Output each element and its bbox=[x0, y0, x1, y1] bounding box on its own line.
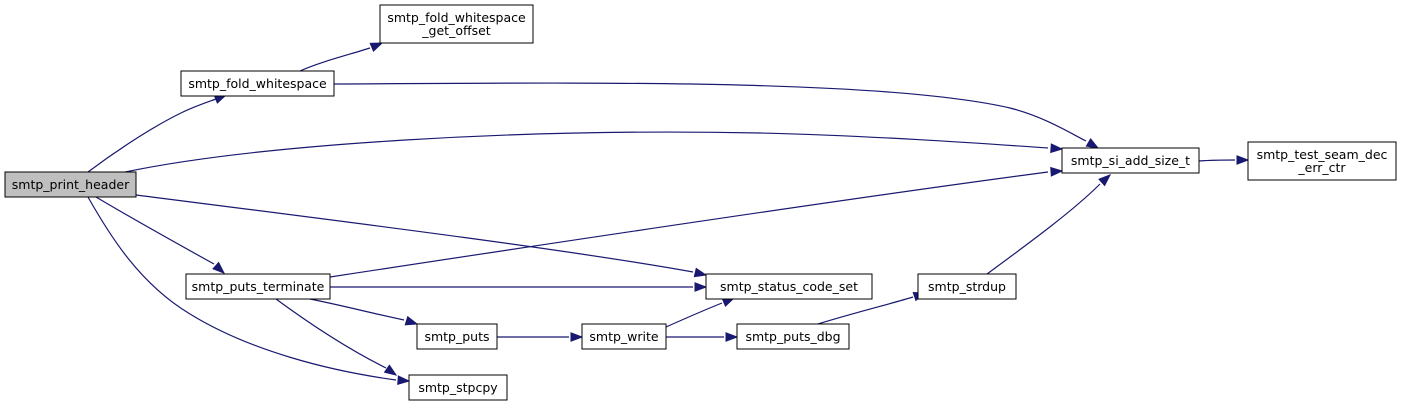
node-box bbox=[408, 374, 508, 401]
edge-arrowhead bbox=[725, 332, 739, 342]
edge-line bbox=[817, 296, 914, 325]
edge-arrowhead bbox=[1098, 174, 1112, 187]
node-puts-term[interactable]: smtp_puts_terminate bbox=[185, 273, 331, 300]
edge-arrowhead bbox=[383, 364, 398, 376]
edge-arrowhead bbox=[693, 267, 708, 278]
edge-line bbox=[275, 298, 387, 369]
edge-line bbox=[1198, 159, 1236, 162]
nodes-layer: smtp_print_headersmtp_fold_whitespacesmt… bbox=[4, 4, 1397, 401]
edge-arrowhead bbox=[397, 375, 411, 386]
edge-print_header-to-status_set bbox=[135, 194, 708, 278]
edge-line bbox=[95, 196, 215, 265]
node-test-seam[interactable]: smtp_test_seam_dec_err_ctr bbox=[1247, 141, 1397, 181]
edge-puts_term-to-puts bbox=[309, 298, 419, 326]
node-box bbox=[4, 171, 137, 198]
edge-arrowhead bbox=[1236, 155, 1250, 165]
node-print-header[interactable]: smtp_print_header bbox=[4, 171, 137, 198]
edge-print_header-to-si_add bbox=[124, 131, 1064, 173]
node-label: smtp_puts bbox=[424, 329, 489, 344]
edge-puts-to-write bbox=[497, 332, 584, 342]
edge-puts_term-to-stpcpy bbox=[275, 298, 398, 376]
edge-line bbox=[124, 131, 1049, 173]
edge-arrowhead bbox=[404, 315, 419, 326]
edge-line bbox=[135, 194, 694, 273]
node-box bbox=[379, 4, 534, 44]
edge-puts_term-to-status_set bbox=[330, 282, 708, 292]
edge-arrowhead bbox=[369, 42, 384, 52]
edge-arrowhead bbox=[1050, 166, 1064, 177]
node-puts[interactable]: smtp_puts bbox=[416, 323, 498, 350]
node-label: smtp_fold_whitespace bbox=[188, 76, 327, 91]
edge-line bbox=[665, 302, 723, 328]
node-box bbox=[705, 273, 873, 300]
node-box bbox=[736, 323, 850, 350]
edge-fold_ws-to-fold_ws_off bbox=[299, 42, 384, 72]
edge-arrowhead bbox=[570, 332, 584, 342]
node-label: smtp_puts_terminate bbox=[192, 279, 325, 294]
edge-si_add-to-test_seam bbox=[1198, 155, 1250, 165]
node-write[interactable]: smtp_write bbox=[581, 323, 667, 350]
edges-layer bbox=[87, 42, 1250, 386]
node-label: smtp_print_header bbox=[12, 177, 130, 192]
node-label: smtp_fold_whitespace bbox=[387, 10, 526, 25]
edge-line bbox=[986, 183, 1101, 275]
node-label: _get_offset bbox=[421, 23, 490, 38]
node-label: smtp_write bbox=[589, 329, 659, 344]
node-label: smtp_status_code_set bbox=[720, 279, 858, 294]
edge-puts_term-to-si_add bbox=[329, 166, 1064, 278]
node-strdup[interactable]: smtp_strdup bbox=[917, 273, 1017, 300]
node-box bbox=[416, 323, 498, 350]
node-box bbox=[581, 323, 667, 350]
node-box bbox=[180, 70, 335, 97]
node-si-add[interactable]: smtp_si_add_size_t bbox=[1061, 147, 1200, 174]
edge-line bbox=[309, 298, 405, 321]
edge-write-to-status_set bbox=[665, 297, 736, 328]
node-box bbox=[1061, 147, 1200, 174]
edge-line bbox=[333, 82, 1087, 142]
edge-strdup-to-si_add bbox=[986, 174, 1112, 275]
node-box bbox=[1247, 141, 1397, 181]
edge-arrowhead bbox=[1085, 137, 1100, 149]
edge-arrowhead bbox=[1050, 143, 1064, 154]
node-status-set[interactable]: smtp_status_code_set bbox=[705, 273, 873, 300]
edge-line bbox=[299, 47, 371, 72]
node-label: smtp_stpcpy bbox=[418, 380, 498, 395]
edge-fold_ws-to-si_add bbox=[333, 82, 1100, 149]
edge-print_header-to-puts_term bbox=[95, 196, 226, 274]
node-box bbox=[917, 273, 1017, 300]
node-box bbox=[185, 273, 331, 300]
edge-print_header-to-fold_ws bbox=[87, 94, 228, 173]
edge-line bbox=[329, 171, 1049, 278]
node-label: _err_ctr bbox=[1297, 160, 1346, 175]
edge-arrowhead bbox=[694, 282, 708, 292]
node-fold-ws[interactable]: smtp_fold_whitespace bbox=[180, 70, 335, 97]
edge-line bbox=[87, 196, 397, 381]
node-label: smtp_test_seam_dec bbox=[1257, 147, 1388, 162]
node-label: smtp_puts_dbg bbox=[745, 329, 840, 344]
node-puts-dbg[interactable]: smtp_puts_dbg bbox=[736, 323, 850, 350]
node-label: smtp_si_add_size_t bbox=[1071, 153, 1190, 168]
edge-line bbox=[87, 98, 217, 173]
node-stpcpy[interactable]: smtp_stpcpy bbox=[408, 374, 508, 401]
node-label: smtp_strdup bbox=[928, 279, 1006, 294]
node-fold-ws-off[interactable]: smtp_fold_whitespace_get_offset bbox=[379, 4, 534, 44]
edge-print_header-to-stpcpy bbox=[87, 196, 411, 386]
edge-arrowhead bbox=[212, 261, 226, 274]
edge-write-to-puts_dbg bbox=[666, 332, 739, 342]
